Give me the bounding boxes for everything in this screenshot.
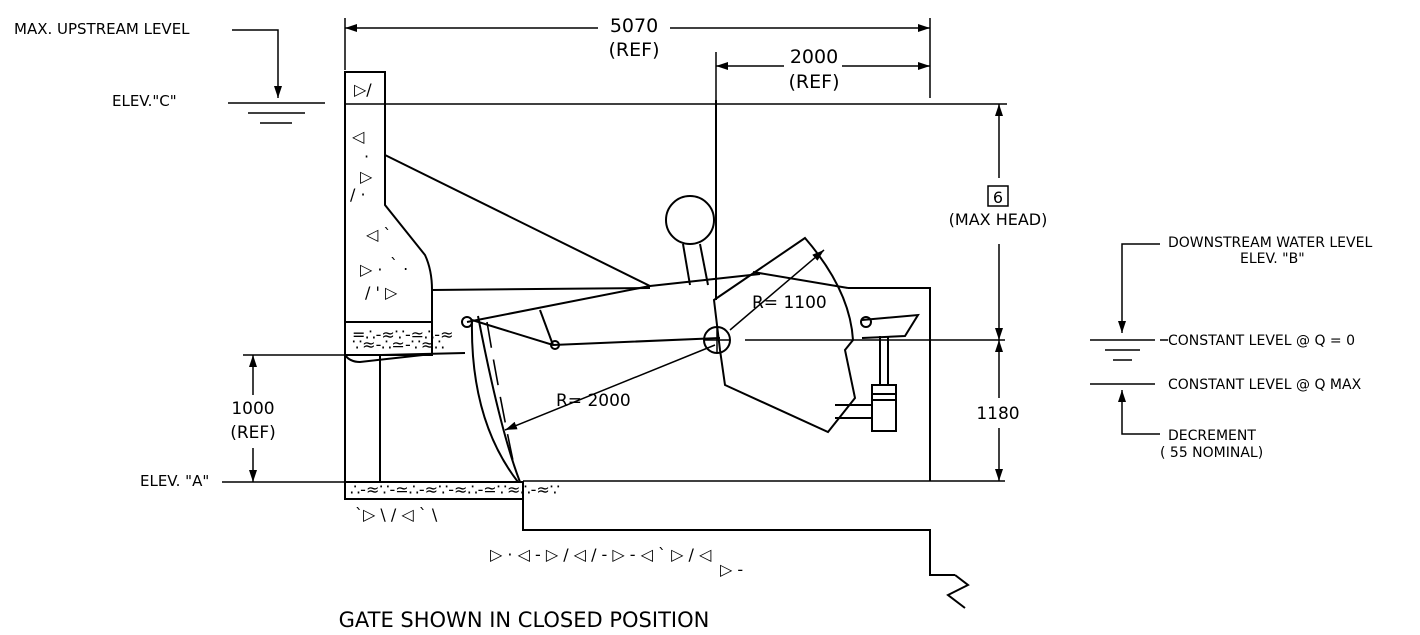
- drawing-title: GATE SHOWN IN CLOSED POSITION: [339, 608, 710, 632]
- max-upstream-level-label: MAX. UPSTREAM LEVEL: [14, 20, 190, 38]
- svg-text:▷: ▷: [360, 167, 373, 186]
- svg-text:·: ·: [364, 147, 369, 166]
- lower-height-dimension: 1000 (REF) ELEV. "A": [140, 354, 345, 490]
- svg-text:▷/: ▷/: [354, 80, 372, 99]
- lower-depth-dimension: 1180: [976, 340, 1020, 481]
- svg-text:▷ -: ▷ -: [720, 560, 743, 579]
- gate-hub: [703, 326, 731, 354]
- decrement-label: DECREMENT: [1168, 428, 1256, 444]
- svg-text:∴-≈∵-≃∴-≈∵-≈∴-≃∵≈∴-≈∵: ∴-≈∵-≃∴-≈∵-≈∴-≃∵≈∴-≈∵: [350, 480, 560, 499]
- upstream-level-callout: MAX. UPSTREAM LEVEL ELEV."C": [14, 20, 1007, 124]
- lower-height-value: 1000: [231, 399, 274, 419]
- downstream-level-callouts: DOWNSTREAM WATER LEVEL ELEV. "B" CONSTAN…: [1090, 235, 1372, 461]
- lower-depth-value: 1180: [976, 404, 1019, 424]
- svg-text:∵≈-∴≃-∵≈∴: ∵≈-∴≃-∵≈∴: [352, 335, 444, 354]
- gate-width-value: 2000: [790, 46, 838, 68]
- svg-text:`▷ \ / ◁ ` \: `▷ \ / ◁ ` \: [355, 505, 438, 524]
- elev-a-label: ELEV. "A": [140, 472, 209, 490]
- svg-text:◁ `: ◁ `: [365, 225, 391, 244]
- svg-text:▷ · ◁ - ▷ / ◁ / - ▷: ▷ · ◁ - ▷ / ◁ / - ▷ - ◁ ` ▷ / ◁: [490, 545, 712, 564]
- svg-text:` .: ` .: [390, 255, 408, 274]
- max-head-tag: 6: [993, 188, 1003, 207]
- overall-width-dimension: 5070 (REF): [344, 15, 931, 98]
- downstream-chamber: [715, 100, 1005, 481]
- gate-width-ref: (REF): [789, 71, 840, 93]
- max-head-label: (MAX HEAD): [949, 210, 1048, 229]
- svg-text:/ ' ▷: / ' ▷: [365, 283, 398, 302]
- downstream-float-sector: [712, 236, 857, 434]
- radius-large-label: R= 2000: [556, 391, 631, 411]
- constant-level-qmax-label: CONSTANT LEVEL @ Q MAX: [1168, 377, 1362, 393]
- overall-width-ref: (REF): [609, 39, 660, 61]
- decrement-nominal-label: ( 55 NOMINAL): [1160, 445, 1263, 461]
- counterweight-ball: [665, 195, 715, 245]
- constant-level-q0-label: CONSTANT LEVEL @ Q = 0: [1168, 333, 1355, 349]
- lower-height-ref: (REF): [230, 423, 276, 443]
- radial-gate: R= 2000 R= 1100: [384, 154, 857, 483]
- svg-text:=∴-≈∵-≃∴-≈: =∴-≈∵-≃∴-≈: [352, 325, 453, 344]
- downstream-water-level-label: DOWNSTREAM WATER LEVEL: [1168, 235, 1372, 251]
- gate-width-dimension: 2000 (REF): [715, 46, 930, 100]
- elev-c-label: ELEV."C": [112, 92, 177, 110]
- pivot-pin-middle: [550, 340, 560, 350]
- elev-b-label: ELEV. "B": [1240, 251, 1305, 267]
- overall-width-value: 5070: [610, 15, 658, 37]
- channel-floor: ∴-≈∵-≃∴-≈∵-≈∴-≃∵≈∴-≈∵ `▷ \ / ◁ ` \ ▷ · ◁…: [344, 480, 1005, 609]
- upstream-concrete-wall: ▷/ ◁ · ▷ / · ◁ ` ▷ · / ' ▷ ` . =∴-≈∵-≃∴-…: [344, 71, 466, 482]
- max-head-tag-box: [987, 185, 1009, 207]
- radius-small-label: R= 1100: [752, 293, 827, 313]
- svg-text:◁: ◁: [351, 127, 365, 146]
- svg-text:▷ ·: ▷ ·: [360, 260, 382, 279]
- damper-cylinder: [871, 384, 897, 432]
- svg-text:/ ·: / ·: [350, 185, 366, 204]
- max-head-dimension: 6 (MAX HEAD): [949, 104, 1048, 340]
